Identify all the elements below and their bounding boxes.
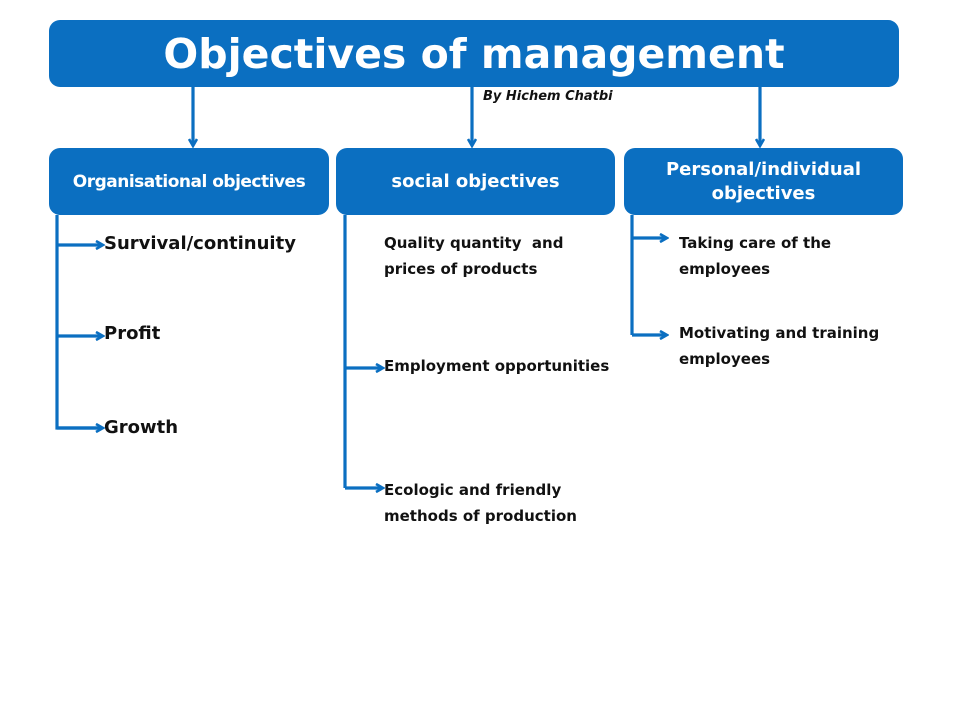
social-objectives-box: social objectives [336, 148, 615, 215]
list-item-line: employees [679, 260, 771, 278]
list-item: Quality quantity and prices of products [384, 230, 563, 282]
list-item: Employment opportunities [384, 357, 610, 375]
organisational-objectives-box: Organisational objectives [49, 148, 329, 215]
column-label: Organisational objectives [72, 171, 306, 192]
list-item-line: employees [679, 350, 771, 368]
list-item: Motivating and training employees [679, 320, 879, 372]
list-item-line: Quality quantity and [384, 234, 564, 252]
column-label: social objectives [391, 170, 560, 192]
list-item-line: Motivating and training [679, 324, 880, 342]
list-item: Profit [104, 323, 161, 344]
author-credit: By Hichem Chatbi [483, 89, 613, 104]
personal-objectives-box: Personal/individual objectives [624, 148, 903, 215]
column-label-line1: Personal/individual [665, 158, 862, 180]
list-item: Ecologic and friendly methods of product… [384, 477, 577, 529]
title-box: Objectives of management [49, 20, 899, 87]
column-label-line2: objectives [711, 182, 816, 204]
page-title: Objectives of management [163, 29, 785, 78]
list-item-line: Ecologic and friendly [384, 481, 562, 499]
list-item-line: prices of products [384, 260, 538, 278]
list-item-line: Taking care of the [679, 234, 832, 252]
list-item: Taking care of the employees [679, 230, 831, 282]
list-item: Growth [104, 417, 179, 438]
list-item-line: methods of production [384, 507, 577, 525]
list-item: Survival/continuity [104, 233, 296, 254]
